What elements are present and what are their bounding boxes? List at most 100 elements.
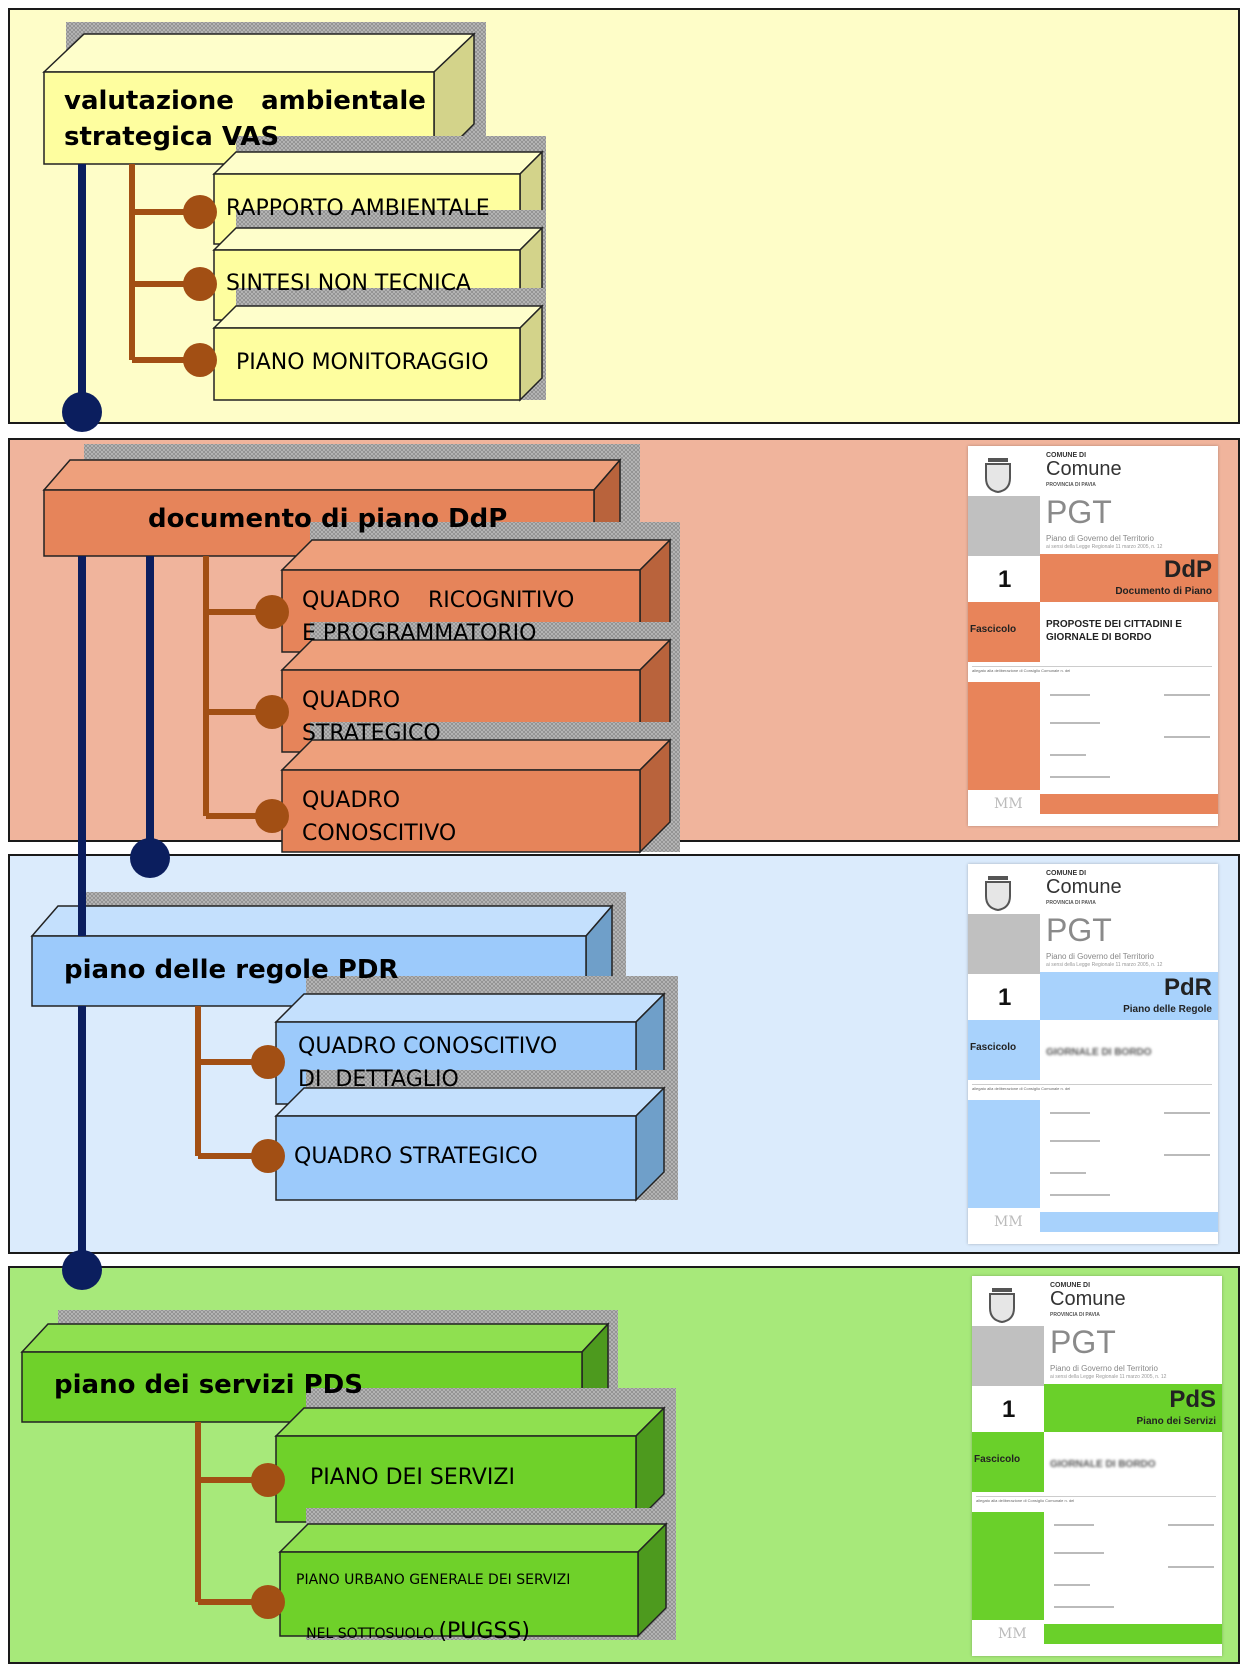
pds-node-1 [251,1463,285,1497]
pdr-child-box-2 [274,1070,678,1202]
vas-title-line-1: valutazione ambientale [64,86,426,116]
cover-abbr: PdS [1169,1386,1216,1413]
cover-number: 1 [998,566,1012,593]
ddp-node-1 [255,595,289,629]
cover-comune-sub: PROVINCIA DI PAVIA [1050,1312,1100,1318]
cover-title: GIORNALE DI BORDO [1050,1459,1156,1470]
ddp-child-2-line-1: QUADRO [302,688,401,713]
ddp-node-3 [255,799,289,833]
cover-bottom-band [1040,1212,1218,1232]
cover-text-line [1168,1524,1214,1526]
vas-title-line-2: strategica VAS [64,122,280,152]
pds-cover-thumbnail: COMUNE DI Comune PROVINCIA DI PAVIA PGT … [972,1276,1222,1656]
ddp-child-2-line-2: STRATEGICO [302,721,441,746]
cover-side-box [972,1512,1044,1620]
cover-abbr: PdR [1164,974,1212,1001]
cover-pgt-sub: Piano di Governo del Territorio [1046,534,1154,543]
cover-text-line [1050,722,1100,724]
pdr-pds-junction-node [62,1250,102,1290]
cover-comune-sub: PROVINCIA DI PAVIA [1046,900,1096,906]
pdr-title: piano delle regole PDR [64,955,399,985]
cover-grey-box [968,914,1040,974]
cover-bottom-band [1044,1624,1222,1644]
cover-fascicolo: Fascicolo [970,624,1017,635]
cover-grey-box [968,496,1040,556]
vas-node-3 [183,343,217,377]
vas-child-label-2: SINTESI NON TECNICA [226,271,471,296]
cover-fascicolo-box [968,1020,1040,1080]
cover-fascicolo: Fascicolo [970,1042,1017,1053]
vas-branch-connector [129,164,200,363]
pdr-child-2-line-1: QUADRO STRATEGICO [294,1144,538,1169]
cover-logo: MM [994,1214,1023,1230]
ddp-node-2 [255,695,289,729]
cover-pgt-sub: Piano di Governo del Territorio [1050,1364,1158,1373]
cover-text-line [1050,694,1090,696]
cover-allegato: allegato alla deliberazione di Consiglio… [972,668,1071,673]
pds-node-2 [251,1585,285,1619]
cover-text-line [1164,694,1210,696]
cover-text-line [1168,1566,1214,1568]
vas-ddp-junction-node [62,392,102,432]
pds-child-1-label: PIANO DEI SERVIZI [310,1465,515,1490]
cover-number: 1 [998,984,1012,1011]
pdr-branch-connector [195,1006,268,1159]
cover-comune-small: COMUNE DI [1046,452,1087,459]
cover-pgt: PGT [1046,494,1112,530]
cover-text-line [1050,776,1110,778]
cover-text-line [1054,1552,1104,1554]
pdr-child-1-line-1: QUADRO CONOSCITIVO [298,1034,558,1059]
vas-child-box-3 [212,288,546,402]
ddp-title: documento di piano DdP [148,504,508,534]
cover-text-line [1050,1112,1090,1114]
cover-fascicolo-box [972,1432,1044,1492]
cover-pgt-sub2: ai sensi della Legge Regionale 11 marzo … [1046,544,1163,550]
cover-text-line [1050,754,1086,756]
cover-text-line [1054,1606,1114,1608]
pds-child-2-line-2a: NEL SOTTOSUOLO [306,1626,439,1642]
cover-pgt-sub: Piano di Governo del Territorio [1046,952,1154,961]
crest-icon [989,1288,1015,1324]
vas-child-label-1: RAPPORTO AMBIENTALE [226,196,490,221]
cover-bottom-band [1040,794,1218,814]
cover-text-line [1164,1112,1210,1114]
cover-text-line [1164,1154,1210,1156]
vas-child-label-3: PIANO MONITORAGGIO [236,350,489,375]
cover-logo: MM [998,1626,1027,1642]
ddp-child-1-line-2: E PROGRAMMATORIO [302,621,537,646]
cover-text-line [1054,1524,1094,1526]
pds-child-box-2 [278,1508,676,1640]
cover-accent-band [1040,972,1218,1020]
ddp-child-box-3 [280,722,680,854]
cover-abbr: DdP [1164,556,1212,583]
cover-comune-small: COMUNE DI [1050,1282,1091,1289]
vas-node-2 [183,267,217,301]
cover-rule [972,666,1212,667]
cover-pgt: PGT [1046,912,1112,948]
cover-fascicolo-box [968,602,1040,662]
cover-text-line [1164,736,1210,738]
pds-title: piano dei servizi PDS [54,1370,363,1400]
cover-accent-band [1044,1384,1222,1432]
cover-allegato: allegato alla deliberazione di Consiglio… [972,1086,1071,1091]
cover-pgt-sub2: ai sensi della Legge Regionale 11 marzo … [1050,1374,1167,1380]
ddp-cover-thumbnail: COMUNE DI Comune PROVINCIA DI PAVIA PGT … [968,446,1218,826]
cover-comune: Comune [1046,458,1122,480]
crest-icon [985,876,1011,912]
ddp-child-3-line-1: QUADRO [302,788,401,813]
cover-side-box [968,682,1040,790]
cover-comune: Comune [1050,1288,1126,1310]
pds-branch-connector [195,1422,268,1605]
cover-side-box [968,1100,1040,1208]
cover-full-name: Piano dei Servizi [1136,1416,1216,1427]
cover-comune-sub: PROVINCIA DI PAVIA [1046,482,1096,488]
cover-accent-band [1040,554,1218,602]
pds-child-2-line-1: PIANO URBANO GENERALE DEI SERVIZI [296,1572,571,1588]
vas-node-1 [183,195,217,229]
pds-child-box-1 [274,1388,676,1524]
cover-comune-small: COMUNE DI [1046,870,1087,877]
cover-text-line [1050,1194,1110,1196]
pdr-cover-thumbnail: COMUNE DI Comune PROVINCIA DI PAVIA PGT … [968,864,1218,1244]
